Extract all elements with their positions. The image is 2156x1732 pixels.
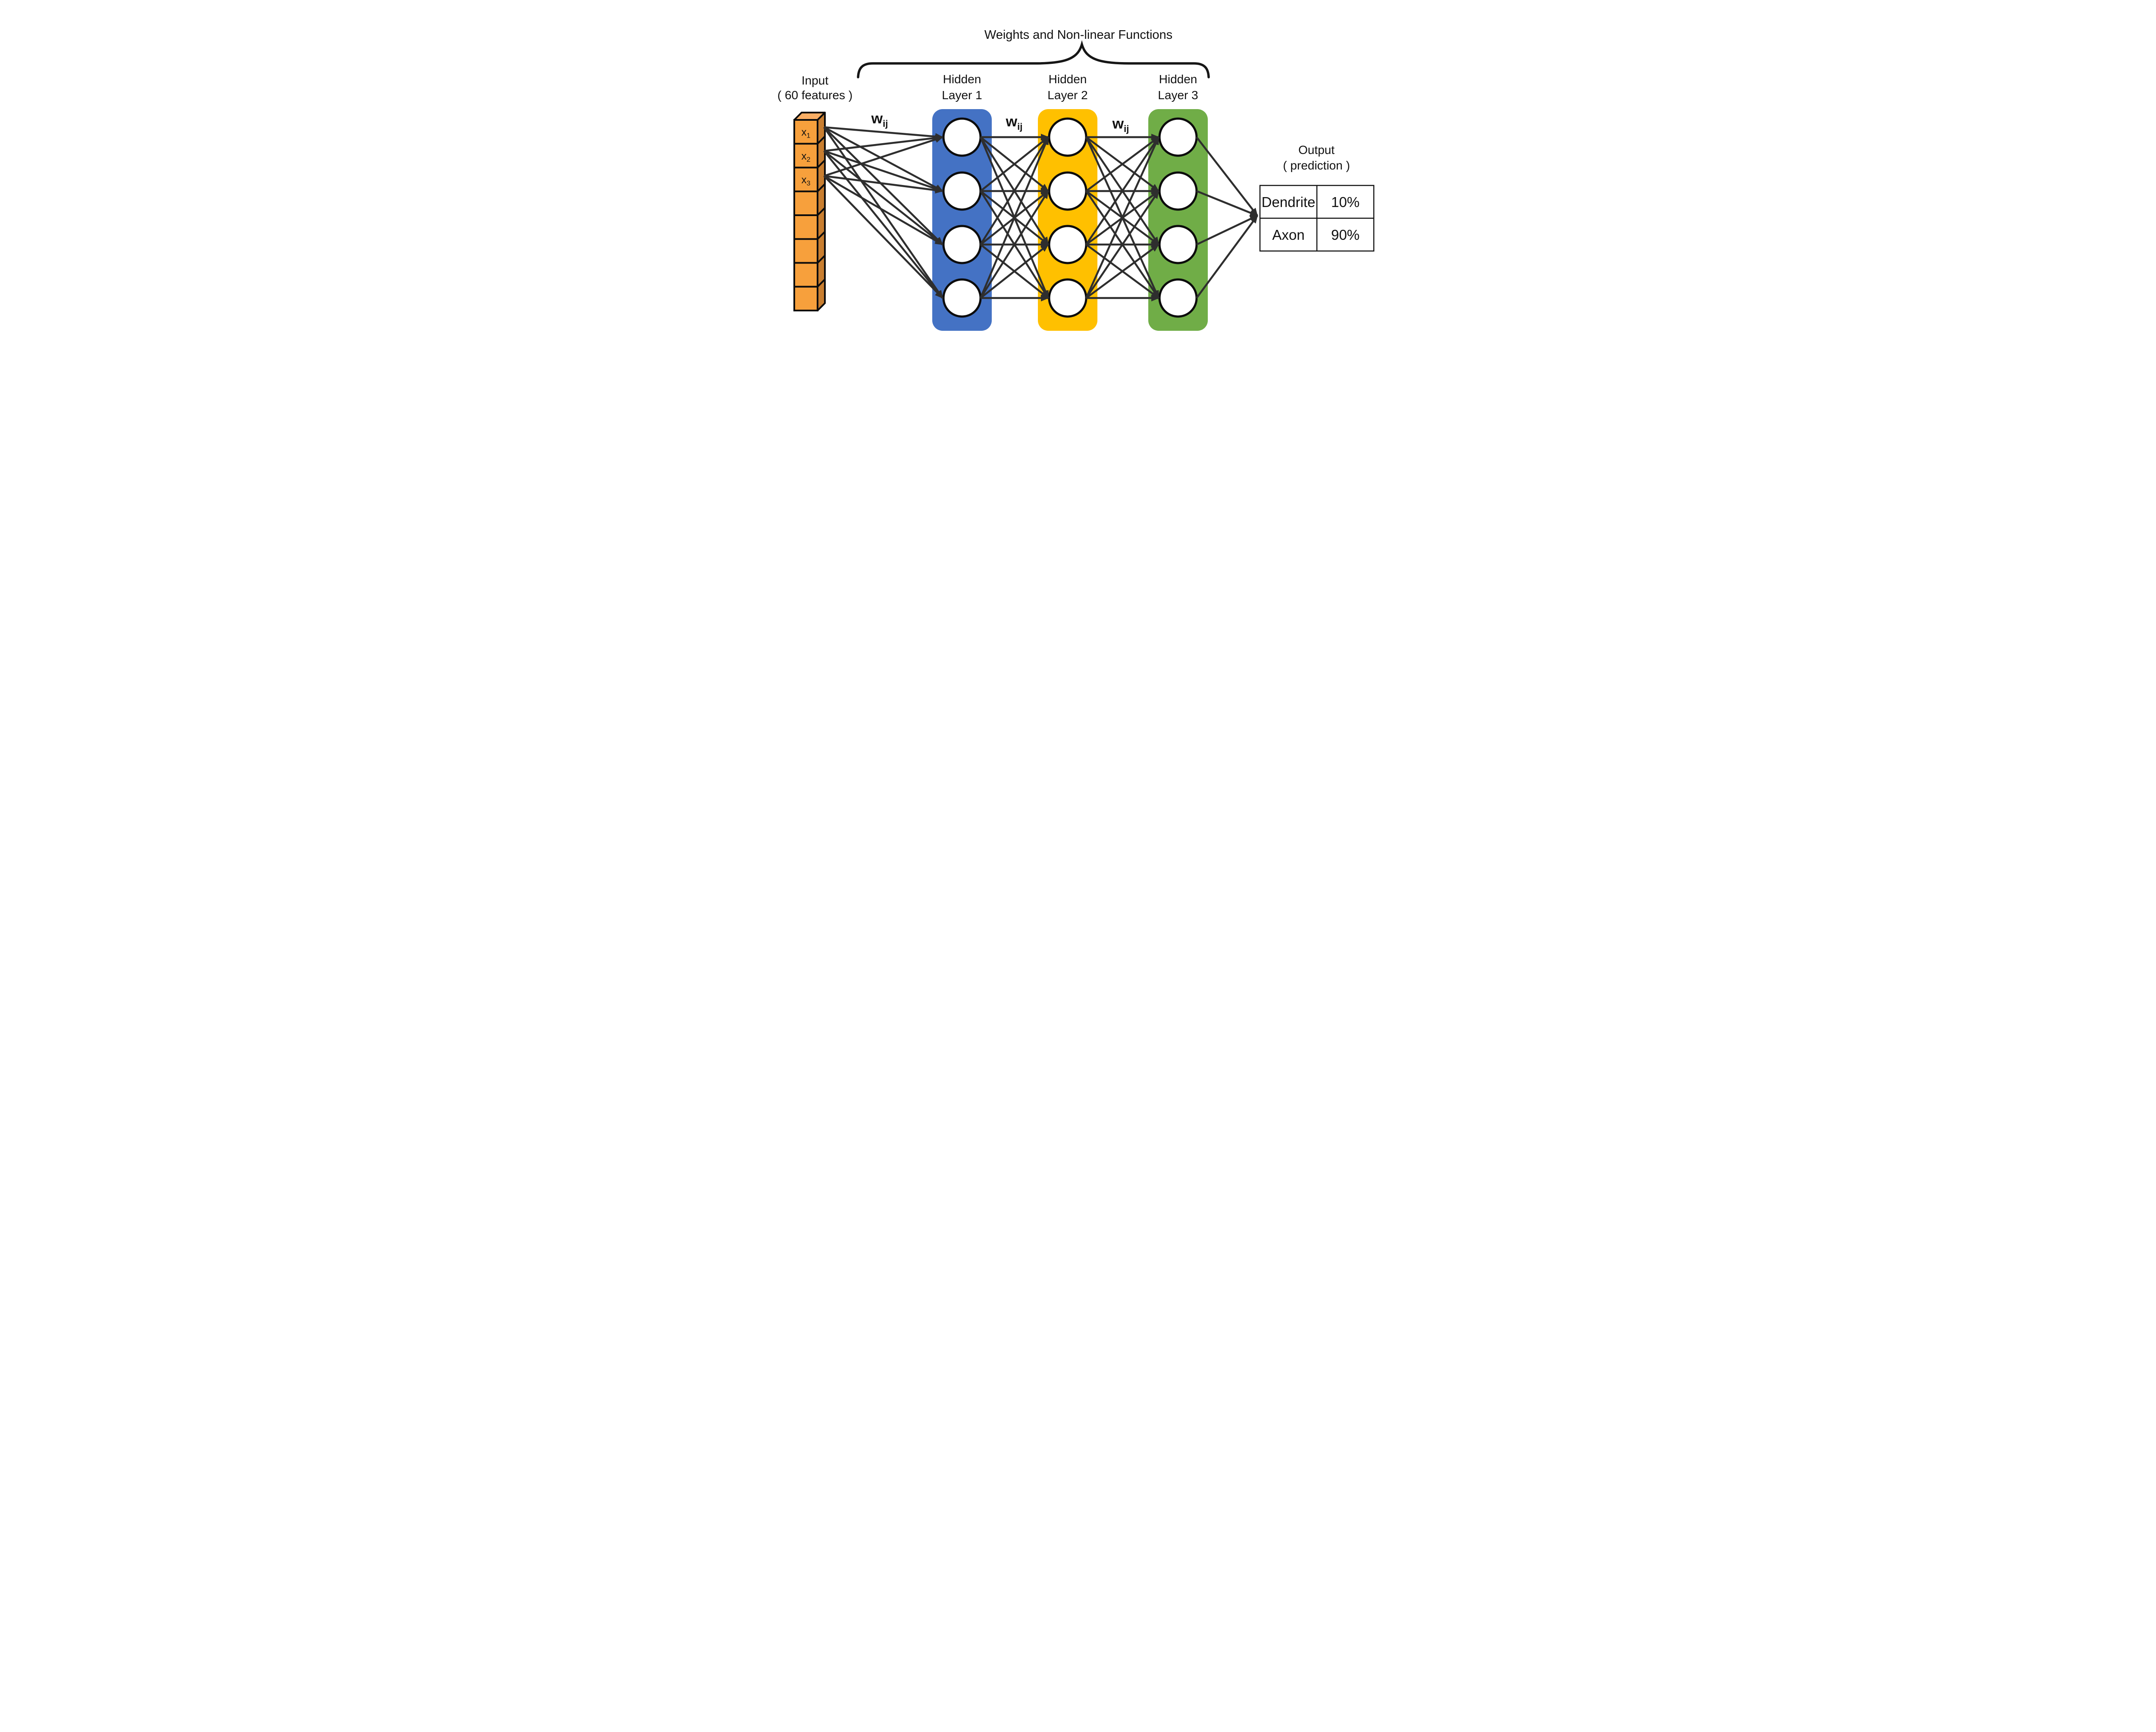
layer1-label-line2: Layer 1 xyxy=(942,88,982,102)
input-label-line1: Input xyxy=(802,74,828,87)
layer3-label-line1: Hidden xyxy=(1159,72,1197,86)
edge-l3n3-output xyxy=(1196,214,1258,246)
layer-1-panel xyxy=(932,109,992,331)
edge-l2n4-l3n1 xyxy=(1085,136,1160,298)
neuron-circle-l3-n4 xyxy=(1158,278,1198,318)
input-box-side-divider xyxy=(817,183,826,192)
edge-input3-l1n1 xyxy=(824,136,943,177)
input-box-side-divider xyxy=(817,255,826,264)
edge-input1-l1n3 xyxy=(823,126,943,245)
neuron-circle-l2-n1 xyxy=(1048,117,1087,157)
output-label-line2: ( prediction ) xyxy=(1283,159,1350,172)
input-box-side-divider xyxy=(817,279,826,288)
diagram-title: Weights and Non-linear Functions xyxy=(984,28,1172,42)
neuron-circle-l1-n4 xyxy=(942,278,982,318)
edge-l3n1-output xyxy=(1196,136,1258,216)
neuron-circle-l2-n4 xyxy=(1048,278,1087,318)
neuron-circle-l1-n3 xyxy=(942,225,982,264)
output-cell-dendrite-value: 10% xyxy=(1331,194,1360,210)
edge-input3-l1n3 xyxy=(823,175,943,245)
edge-l2n2-l3n1 xyxy=(1085,136,1159,192)
layer3-label-line2: Layer 3 xyxy=(1158,88,1198,102)
connection-arrows xyxy=(823,126,1258,301)
input-box-side-divider xyxy=(817,135,826,144)
layer1-label-line1: Hidden xyxy=(943,72,981,86)
output-label-line1: Output xyxy=(1298,143,1335,157)
weight-labels: wij wij wij xyxy=(871,110,1129,134)
input-box-side-divider xyxy=(817,231,826,240)
neuron-circle-l3-n3 xyxy=(1158,225,1198,264)
output-cell-axon: Axon xyxy=(1272,227,1304,243)
weight-label-1: wij xyxy=(871,110,888,129)
edge-l1n3-l2n1 xyxy=(980,136,1049,245)
layer-3-panel xyxy=(1148,109,1208,331)
edge-input1-l1n4 xyxy=(823,126,943,299)
edge-l1n4-l2n3 xyxy=(980,244,1049,299)
output-cell-dendrite: Dendrite xyxy=(1262,194,1316,210)
output-cell-axon-value: 90% xyxy=(1331,227,1360,243)
neuron-circle-l3-n1 xyxy=(1158,117,1198,157)
edge-l1n4-l2n2 xyxy=(980,190,1049,299)
edge-input2-l1n1 xyxy=(824,135,943,152)
edge-l1n2-l2n1 xyxy=(980,136,1049,192)
edge-l2n3-l3n1 xyxy=(1085,136,1159,245)
edge-input2-l1n2 xyxy=(824,150,943,192)
layer2-label-line1: Hidden xyxy=(1049,72,1087,86)
output-table: Dendrite 10% Axon 90% xyxy=(1259,185,1375,252)
edge-input1-l1n1 xyxy=(824,126,943,140)
edge-input2-l1n4 xyxy=(823,150,943,299)
edge-input1-l1n2 xyxy=(823,126,943,192)
input-box-side-divider xyxy=(817,207,826,216)
neuron-circle-l2-n2 xyxy=(1048,171,1087,211)
neuron-circle-l2-n3 xyxy=(1048,225,1087,264)
weight-label-2: wij xyxy=(1006,113,1023,132)
edge-l1n4-l2n1 xyxy=(979,136,1050,298)
edge-input3-l1n2 xyxy=(824,175,943,194)
edge-l3n4-output xyxy=(1196,215,1258,299)
edge-input2-l1n3 xyxy=(823,150,943,245)
input-box-side-divider xyxy=(817,160,826,168)
neuron-circles xyxy=(942,117,1198,318)
edge-l2n4-l3n3 xyxy=(1085,244,1159,299)
edge-l3n2-output xyxy=(1196,190,1258,217)
input-label-line2: ( 60 features ) xyxy=(777,88,852,102)
hidden-layer-panels xyxy=(932,109,1208,331)
weight-label-3: wij xyxy=(1112,116,1129,134)
top-brace xyxy=(857,40,1210,78)
neuron-circle-l1-n2 xyxy=(942,171,982,211)
neuron-circle-l1-n1 xyxy=(942,117,982,157)
edge-l2n4-l3n2 xyxy=(1085,190,1159,299)
edge-input3-l1n4 xyxy=(823,175,943,299)
layer2-label-line2: Layer 2 xyxy=(1047,88,1087,102)
neuron-circle-l3-n2 xyxy=(1158,171,1198,211)
layer-2-panel xyxy=(1038,109,1097,331)
